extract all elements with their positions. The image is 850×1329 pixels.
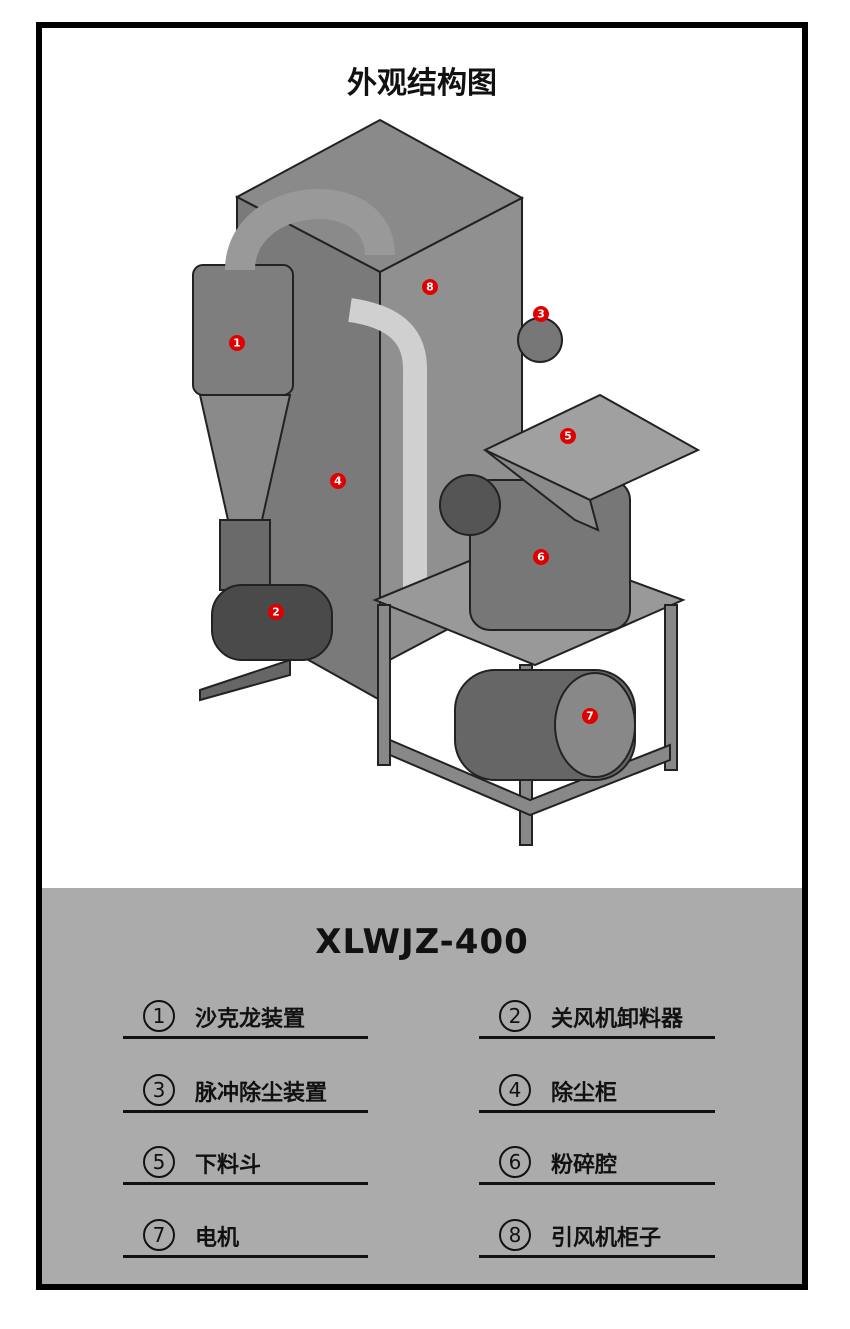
marker-7: 7 (582, 708, 598, 724)
svg-text:3: 3 (537, 308, 545, 321)
svg-text:1: 1 (233, 337, 241, 350)
svg-text:5: 5 (564, 430, 572, 443)
legend-item: 8 引风机柜子 (479, 1215, 715, 1258)
legend-number: 1 (143, 1000, 175, 1032)
svg-text:2: 2 (272, 606, 280, 619)
legend-item: 4 除尘柜 (479, 1070, 715, 1113)
machine-illustration: 1 2 3 4 5 6 7 8 (192, 118, 701, 846)
pipe-top (225, 189, 395, 272)
legend-item: 3 脉冲除尘装置 (123, 1070, 368, 1113)
marker-3: 3 (533, 306, 549, 322)
legend-item: 1 沙克龙装置 (123, 996, 368, 1039)
legend-item: 2 关风机卸料器 (479, 996, 715, 1039)
legend-label: 除尘柜 (551, 1081, 618, 1106)
model-name: XLWJZ-400 (315, 922, 529, 962)
cyclone-body (192, 264, 294, 396)
legend-label: 脉冲除尘装置 (195, 1081, 328, 1106)
legend-label: 下料斗 (195, 1153, 262, 1178)
marker-5: 5 (560, 428, 576, 444)
base-2 (199, 658, 291, 702)
motor-2 (211, 584, 333, 661)
svg-text:6: 6 (537, 551, 545, 564)
marker-4: 4 (330, 473, 346, 489)
frame: 外观结构图 1 2 3 4 5 6 7 8 (36, 22, 808, 1290)
page-title: 外观结构图 (347, 66, 497, 101)
legend-label: 沙克龙装置 (195, 1007, 306, 1032)
legend-item: 6 粉碎腔 (479, 1142, 715, 1185)
airlock (219, 519, 271, 591)
legend-number: 4 (499, 1074, 531, 1106)
mill-disc (439, 474, 501, 536)
legend-label: 关风机卸料器 (551, 1007, 684, 1032)
legend-number: 3 (143, 1074, 175, 1106)
legend-label: 引风机柜子 (551, 1226, 662, 1251)
legend-label: 电机 (195, 1226, 240, 1251)
part-markers: 1 2 3 4 5 6 7 8 (229, 279, 598, 724)
svg-text:4: 4 (334, 475, 342, 488)
marker-6: 6 (533, 549, 549, 565)
legend-number: 6 (499, 1146, 531, 1178)
legend-item: 5 下料斗 (123, 1142, 368, 1185)
legend-item: 7 电机 (123, 1215, 368, 1258)
svg-text:8: 8 (426, 281, 434, 294)
legend-number: 5 (143, 1146, 175, 1178)
svg-text:7: 7 (586, 710, 594, 723)
marker-1: 1 (229, 335, 245, 351)
legend-number: 8 (499, 1219, 531, 1251)
marker-8: 8 (422, 279, 438, 295)
marker-2: 2 (268, 604, 284, 620)
pulse-unit (517, 317, 563, 363)
legend-number: 7 (143, 1219, 175, 1251)
legend-label: 粉碎腔 (551, 1153, 618, 1178)
legend-number: 2 (499, 1000, 531, 1032)
